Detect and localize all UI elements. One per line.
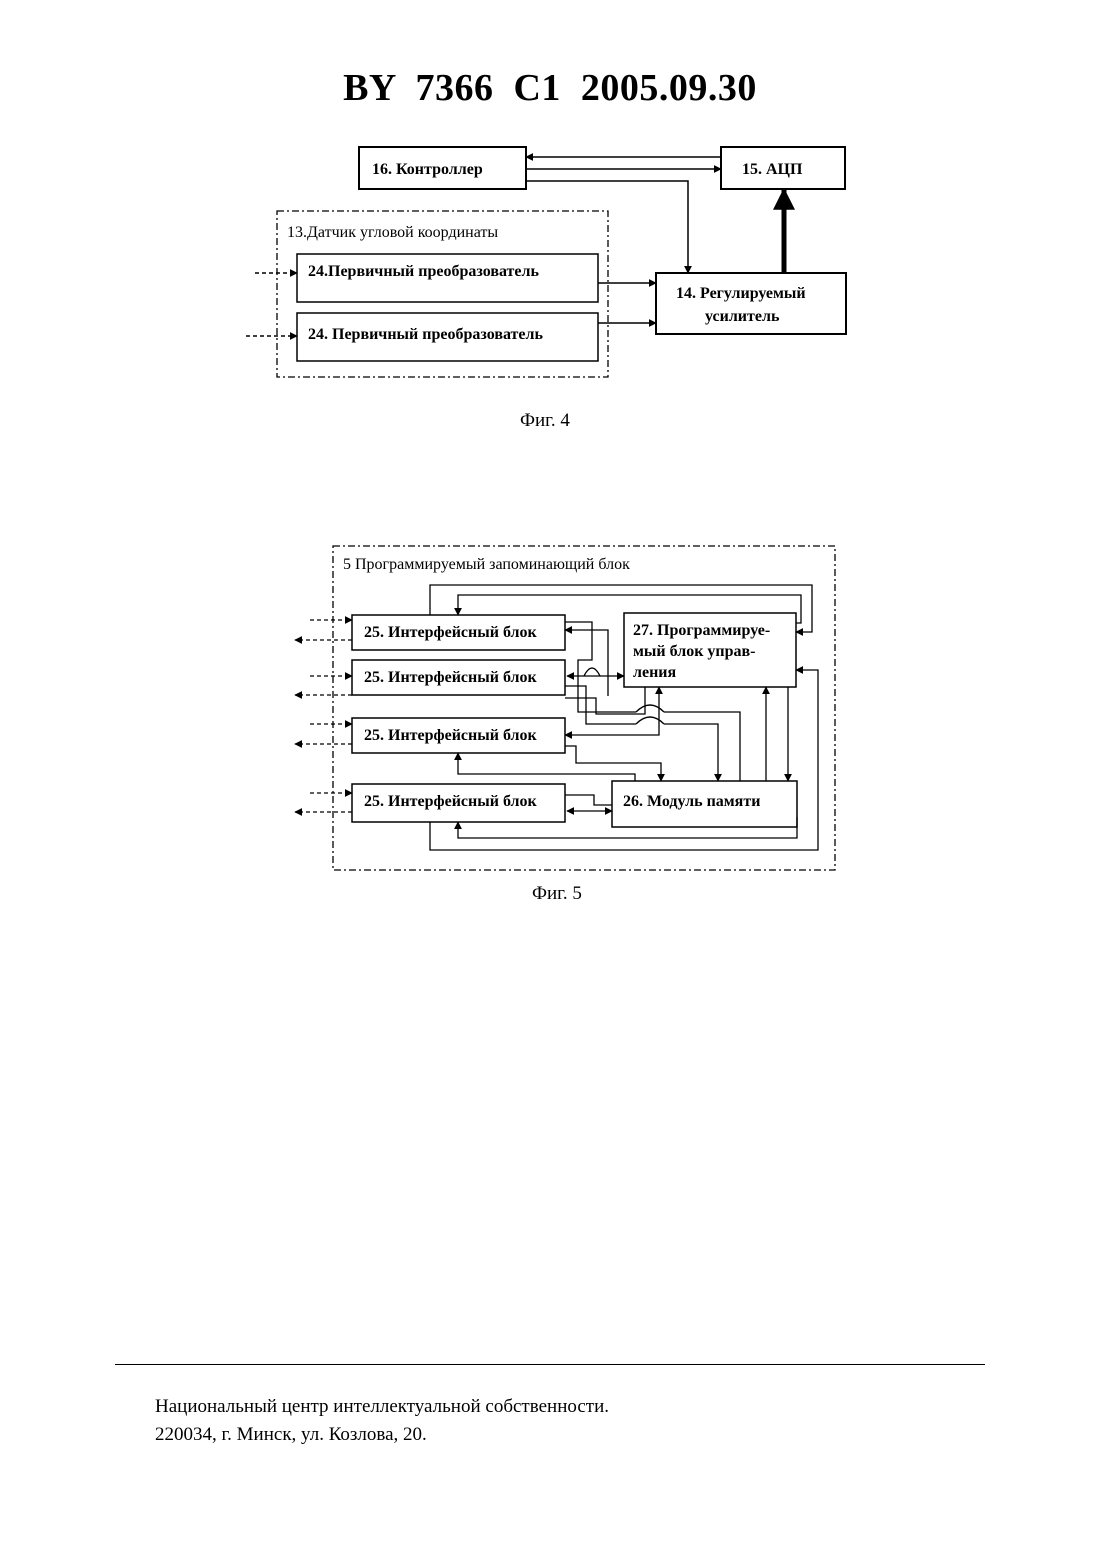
link-bus-to-memory xyxy=(664,724,718,781)
memory-module-label: 26. Модуль памяти xyxy=(623,793,760,810)
link-if2-bus xyxy=(565,686,636,724)
interface-label-3: 25. Интерфейсный блок xyxy=(364,727,538,744)
control-unit-label-line1: 27. Программируе- xyxy=(633,622,770,639)
link-if3-to-memory xyxy=(565,746,661,781)
footer-line-2: 220034, г. Минск, ул. Козлова, 20. xyxy=(155,1421,609,1449)
bus-crossing-1 xyxy=(584,668,600,676)
storage-group-label: 5 Программируемый запоминающий блок xyxy=(343,556,630,573)
control-unit-label-line2: мый блок управ- xyxy=(633,643,756,660)
figure-4-labels: 16. Контроллер 15. АЦП 13.Датчик угловой… xyxy=(287,161,806,431)
link-ctrl-to-if1 xyxy=(458,595,801,623)
bus-crossing-2 xyxy=(636,705,664,712)
link-bus-to-memory-right xyxy=(664,712,740,781)
bus-crossing-3 xyxy=(636,717,664,724)
interface-label-1: 25. Интерфейсный блок xyxy=(364,624,538,641)
amplifier-label-line2: усилитель xyxy=(705,308,780,325)
sensor-group-label: 13.Датчик угловой координаты xyxy=(287,224,498,241)
link-ctrl-to-if2 xyxy=(565,687,645,714)
figure-5-caption: Фиг. 5 xyxy=(532,883,582,904)
controller-label: 16. Контроллер xyxy=(372,161,483,178)
link-memory-to-if3 xyxy=(458,753,635,781)
link-if4-to-ctrl xyxy=(430,670,818,850)
footer: Национальный центр интеллектуальной собс… xyxy=(155,1393,609,1449)
interface-label-2: 25. Интерфейсный блок xyxy=(364,669,538,686)
transducer-label-2: 24. Первичный преобразователь xyxy=(308,326,543,343)
interface-label-4: 25. Интерфейсный блок xyxy=(364,793,538,810)
controller-to-amplifier-arrow xyxy=(526,181,688,273)
footer-divider xyxy=(115,1364,985,1365)
figure-5-labels: 5 Программируемый запоминающий блок 25. … xyxy=(343,556,770,904)
figure-5 xyxy=(295,546,835,870)
footer-line-1: Национальный центр интеллектуальной собс… xyxy=(155,1393,609,1421)
link-if4-to-memory-upper xyxy=(565,795,612,805)
amplifier-label-line1: 14. Регулируемый xyxy=(676,285,806,302)
adc-label: 15. АЦП xyxy=(742,161,803,178)
transducer-label-1: 24.Первичный преобразователь xyxy=(308,263,539,280)
control-unit-label-line3: ления xyxy=(633,664,677,681)
figure-4-caption: Фиг. 4 xyxy=(520,410,570,431)
